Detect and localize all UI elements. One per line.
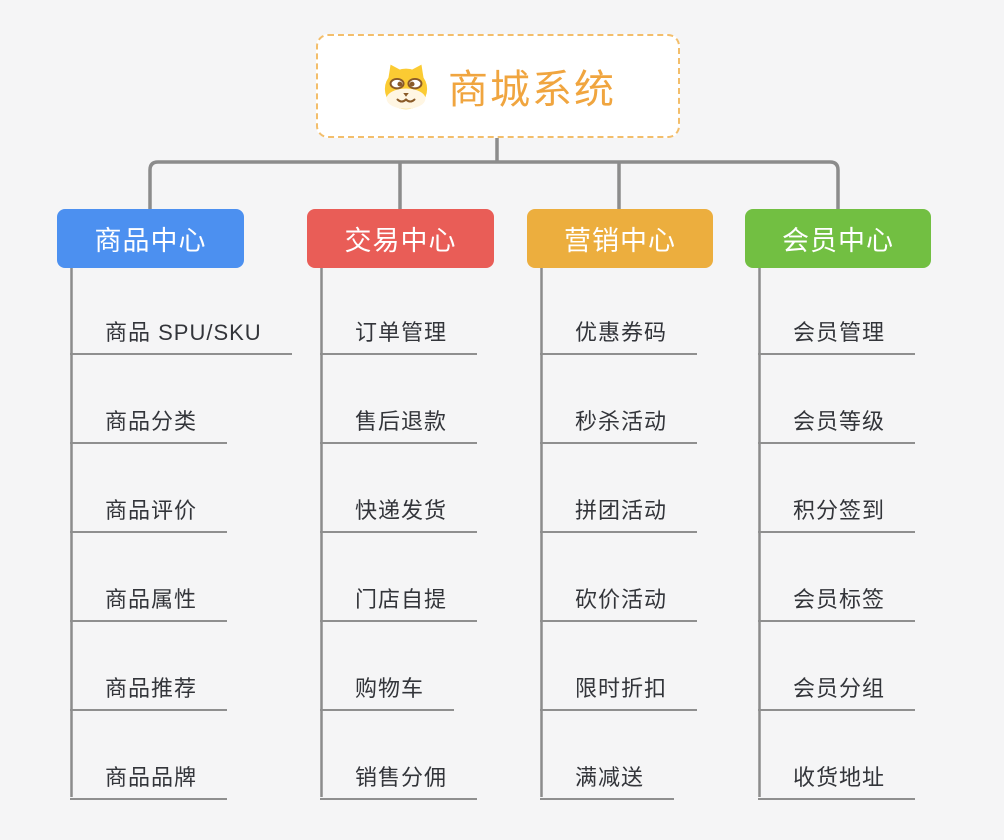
leaf-node[interactable]: 商品评价	[70, 493, 228, 533]
leaf-node[interactable]: 收货地址	[758, 760, 916, 800]
leaf-node[interactable]: 商品属性	[70, 582, 228, 622]
branch-bracket-line	[148, 160, 840, 209]
leaf-node[interactable]: 拼团活动	[540, 493, 698, 533]
leaf-node[interactable]: 商品推荐	[70, 671, 228, 711]
leaf-node[interactable]: 积分签到	[758, 493, 916, 533]
leaf-node[interactable]: 门店自提	[320, 582, 478, 622]
leaf-node[interactable]: 快递发货	[320, 493, 478, 533]
branch-label: 商品中心	[94, 226, 207, 256]
branch-node-member-center[interactable]: 会员中心	[745, 209, 931, 268]
leaf-node[interactable]: 购物车	[320, 671, 455, 711]
leaf-node[interactable]: 商品分类	[70, 404, 228, 444]
leaf-node[interactable]: 秒杀活动	[540, 404, 698, 444]
branch-label: 会员中心	[782, 226, 894, 256]
branch-label: 营销中心	[564, 226, 676, 256]
root-node[interactable]: 商城系统	[316, 34, 680, 138]
leaf-node[interactable]: 会员分组	[758, 671, 916, 711]
leaf-node[interactable]: 会员等级	[758, 404, 916, 444]
leaf-node[interactable]: 销售分佣	[320, 760, 478, 800]
dog-face-icon	[380, 62, 432, 111]
branch-label: 交易中心	[344, 226, 457, 256]
leaf-node[interactable]: 优惠券码	[540, 315, 698, 355]
leaf-node[interactable]: 满减送	[540, 760, 675, 800]
leaf-node[interactable]: 砍价活动	[540, 582, 698, 622]
leaf-node[interactable]: 订单管理	[320, 315, 478, 355]
root-title: 商城系统	[448, 68, 616, 112]
branch-node-product-center[interactable]: 商品中心	[57, 209, 244, 268]
leaf-node[interactable]: 商品 SPU/SKU	[70, 315, 292, 355]
leaf-node[interactable]: 售后退款	[320, 404, 478, 444]
leaf-node[interactable]: 会员管理	[758, 315, 916, 355]
leaf-node[interactable]: 会员标签	[758, 582, 916, 622]
branch-node-marketing-center[interactable]: 营销中心	[527, 209, 713, 268]
leaf-node[interactable]: 限时折扣	[540, 671, 698, 711]
branch-node-trade-center[interactable]: 交易中心	[307, 209, 494, 268]
leaf-node[interactable]: 商品品牌	[70, 760, 228, 800]
